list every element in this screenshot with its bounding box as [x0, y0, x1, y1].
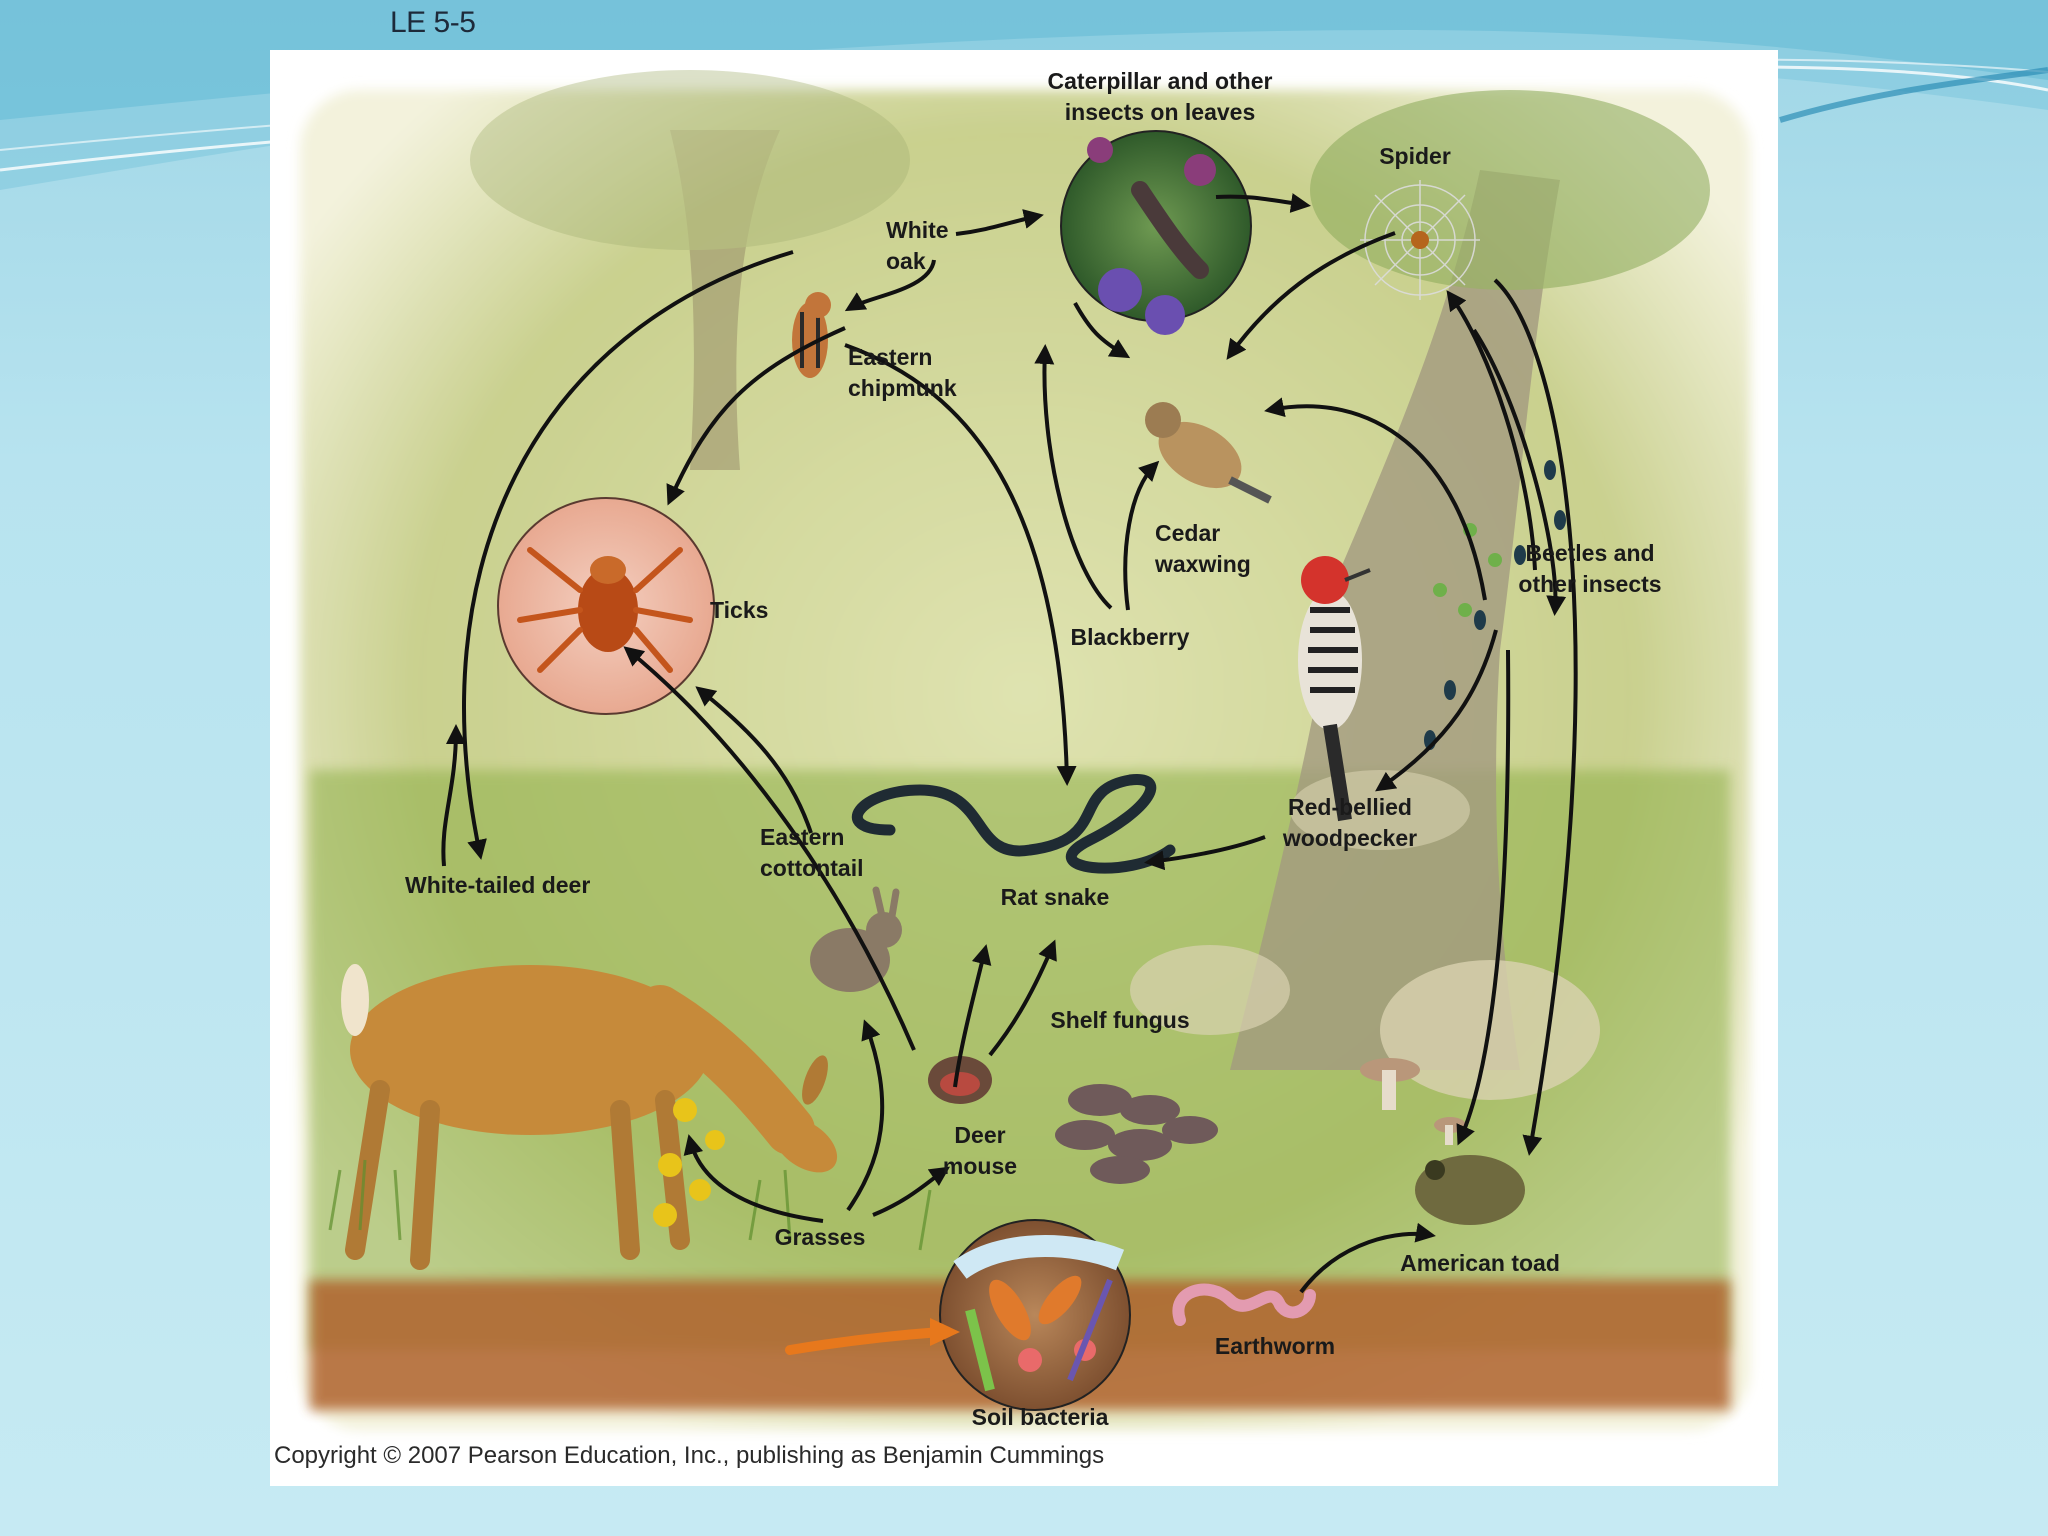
tick-circle: [497, 497, 715, 715]
deer-mouse: [928, 1056, 992, 1104]
earthworm: [1172, 1283, 1316, 1326]
grass-blades: [328, 1159, 932, 1251]
label-spider: Spider: [1379, 143, 1451, 169]
white-tailed-deer: [341, 964, 838, 1270]
eastern-cottontail: [810, 886, 902, 992]
label-white-oak: White oak: [886, 217, 949, 274]
rat-snake: [851, 774, 1176, 874]
orange-arrow: [785, 1327, 945, 1355]
forest-scene: [300, 70, 1750, 1430]
beetles: [1424, 460, 1566, 750]
label-blackberry: Blackberry: [1070, 624, 1190, 650]
copyright-text: Copyright © 2007 Pearson Education, Inc.…: [274, 1442, 1105, 1469]
cedar-waxwing: [1145, 402, 1272, 504]
label-cedar-waxwing: Cedar waxwing: [1155, 520, 1251, 577]
caterpillar-circle: [1060, 130, 1252, 335]
label-eastern-cottontail: Eastern cottontail: [760, 824, 864, 881]
food-web-arrows: [441, 193, 1578, 1294]
label-caterpillar: Caterpillar and other insects on leaves: [1047, 68, 1273, 125]
label-deer-mouse: Deer mouse: [942, 1122, 1018, 1179]
shelf-fungus: [1055, 1084, 1218, 1184]
eastern-chipmunk: [792, 292, 831, 378]
label-eastern-chipmunk: Eastern chipmunk: [848, 344, 957, 401]
american-toad: [1415, 1155, 1525, 1225]
white-oak-tree: [470, 70, 910, 470]
label-earthworm: Earthworm: [1214, 1333, 1336, 1359]
red-bellied-woodpecker: [1298, 556, 1371, 822]
soil-bacteria-circle: [939, 1219, 1131, 1411]
rock: [1130, 945, 1290, 1035]
label-beetles: Beetles and other insects: [1518, 540, 1662, 597]
label-shelf-fungus: Shelf fungus: [1050, 1007, 1190, 1033]
label-white-tailed-deer: White-tailed deer: [405, 872, 591, 898]
label-ticks: Ticks: [710, 597, 769, 623]
label-soil-bacteria: Soil bacteria: [971, 1404, 1109, 1430]
label-rat-snake: Rat snake: [1000, 884, 1110, 910]
label-american-toad: American toad: [1400, 1250, 1560, 1276]
label-red-bellied-woodpecker: Red-bellied woodpecker: [1282, 794, 1418, 851]
label-grasses: Grasses: [774, 1224, 866, 1250]
spider: [1411, 231, 1429, 249]
food-web-figure: Caterpillar and other insects on leaves …: [270, 50, 1778, 1486]
slide-title: LE 5-5: [390, 6, 476, 39]
grasses: [653, 1098, 725, 1227]
